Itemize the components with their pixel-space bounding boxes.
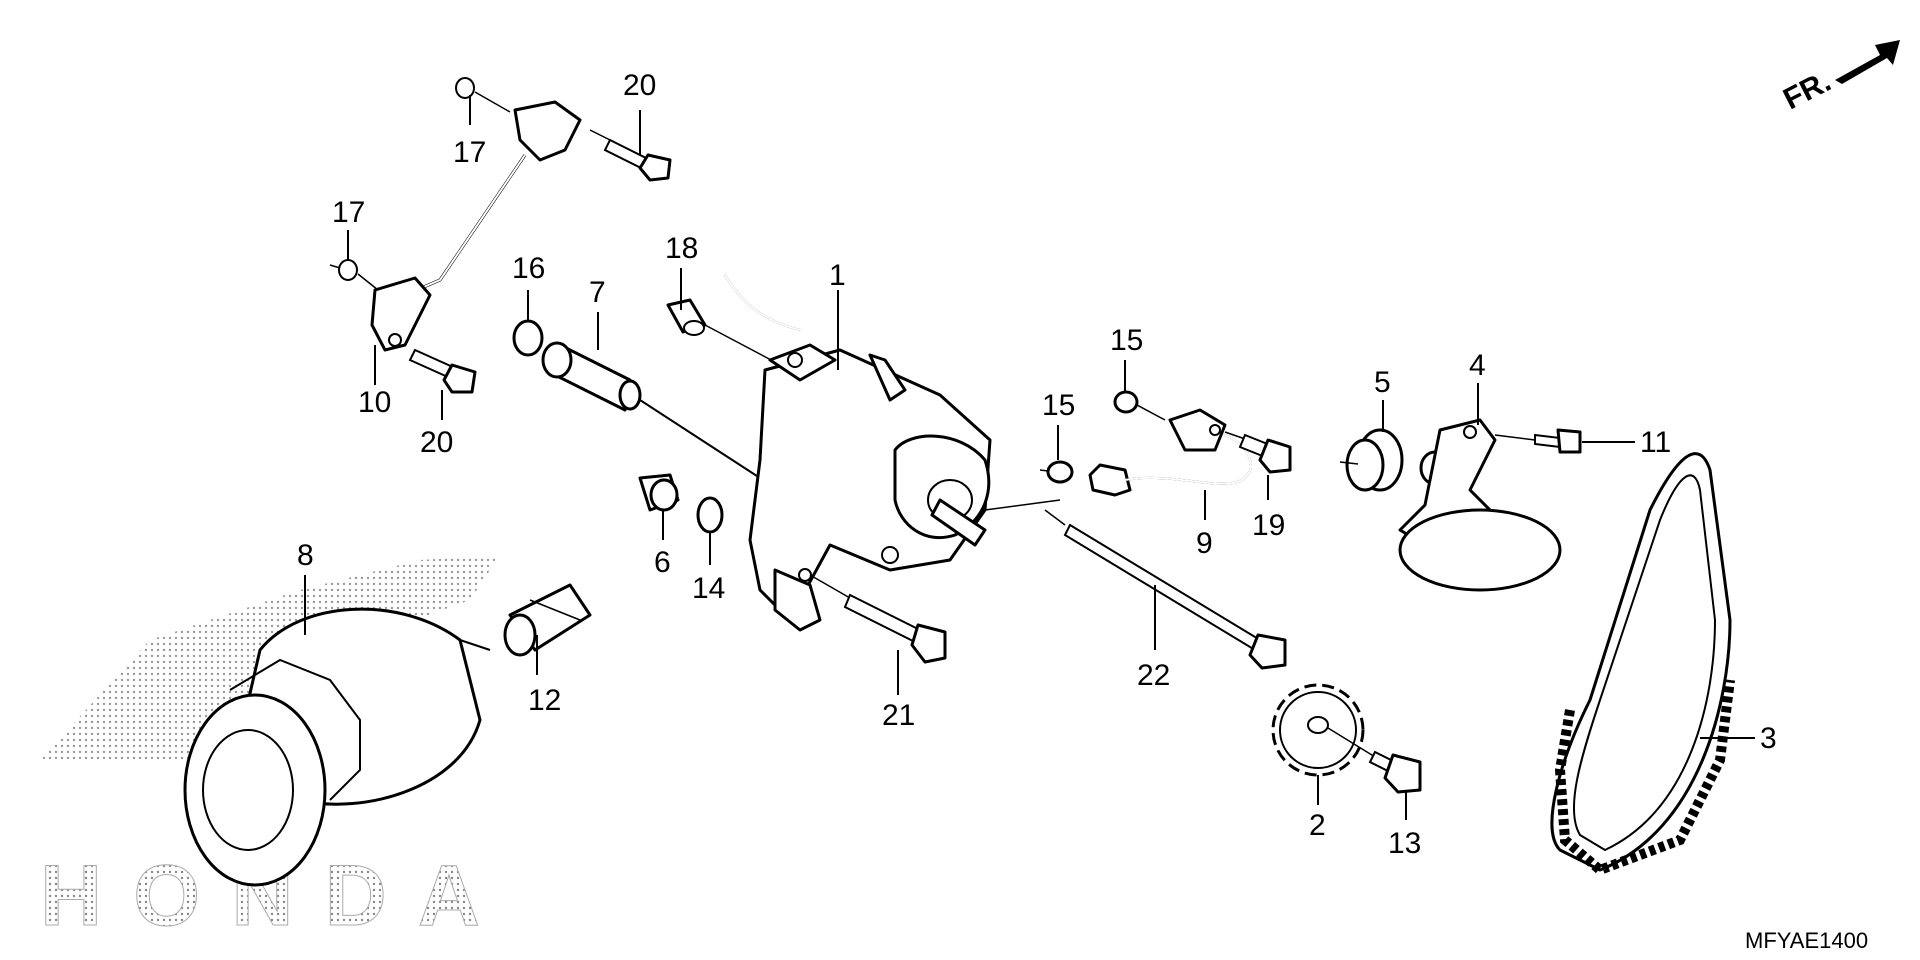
callout-7: 7	[589, 276, 606, 309]
o-ring-14	[696, 496, 724, 534]
o-ring-15-lower	[1046, 460, 1074, 484]
callout-18: 18	[665, 232, 698, 265]
drive-chain-3	[1550, 452, 1735, 876]
bolt-20-lower	[408, 348, 477, 394]
collar-7	[541, 341, 761, 479]
oil-filter-8	[183, 607, 491, 887]
diagram-code: MFYAE1400	[1745, 928, 1868, 953]
callout-4: 4	[1469, 349, 1486, 382]
callout-11: 11	[1640, 426, 1671, 459]
callout-5: 5	[1374, 366, 1391, 399]
oil-pipe-10	[370, 100, 582, 352]
bolt-19	[1224, 431, 1292, 474]
o-ring-16	[512, 319, 544, 357]
callout-2: 2	[1309, 809, 1326, 842]
callout-20-lower: 20	[420, 426, 453, 459]
callout-15-lower: 15	[1042, 389, 1075, 422]
callout-16: 16	[512, 252, 545, 285]
callout-22: 22	[1137, 659, 1170, 692]
strainer-cover-4	[1398, 418, 1562, 592]
callout-13: 13	[1388, 827, 1421, 860]
callout-19: 19	[1252, 509, 1285, 542]
oil-pump-1	[724, 274, 1061, 632]
washer-17-top	[455, 77, 511, 113]
callout-21: 21	[882, 699, 915, 732]
callout-9: 9	[1196, 527, 1213, 560]
callout-17-top: 17	[453, 136, 486, 169]
bolt-13	[1368, 750, 1422, 794]
front-direction-arrow-icon: FR.	[1778, 40, 1900, 116]
callout-6: 6	[654, 546, 671, 579]
callout-17-lower: 17	[332, 196, 365, 229]
filter-bolt-12	[503, 583, 592, 657]
oil-strainer-5	[1339, 428, 1404, 492]
callout-1: 1	[829, 259, 846, 292]
bolt-11	[1494, 428, 1582, 454]
bolt-21	[809, 574, 947, 664]
front-direction-label: FR.	[1778, 65, 1836, 116]
leader-lines	[304, 95, 1755, 820]
callout-3: 3	[1760, 722, 1777, 755]
o-ring-15-upper	[1113, 390, 1139, 414]
sprocket-2	[1271, 683, 1381, 777]
bolt-20-top	[589, 129, 672, 182]
oil-pipe-9	[1088, 408, 1252, 497]
callout-15-upper: 15	[1110, 324, 1143, 357]
callout-10: 10	[358, 386, 391, 419]
callout-12: 12	[528, 684, 561, 717]
long-bolt-22	[1044, 509, 1287, 670]
washer-17-lower	[329, 259, 379, 291]
callout-20-top: 20	[623, 69, 656, 102]
callout-14: 14	[692, 572, 725, 605]
collar-6	[638, 473, 680, 512]
callout-8: 8	[297, 539, 314, 572]
